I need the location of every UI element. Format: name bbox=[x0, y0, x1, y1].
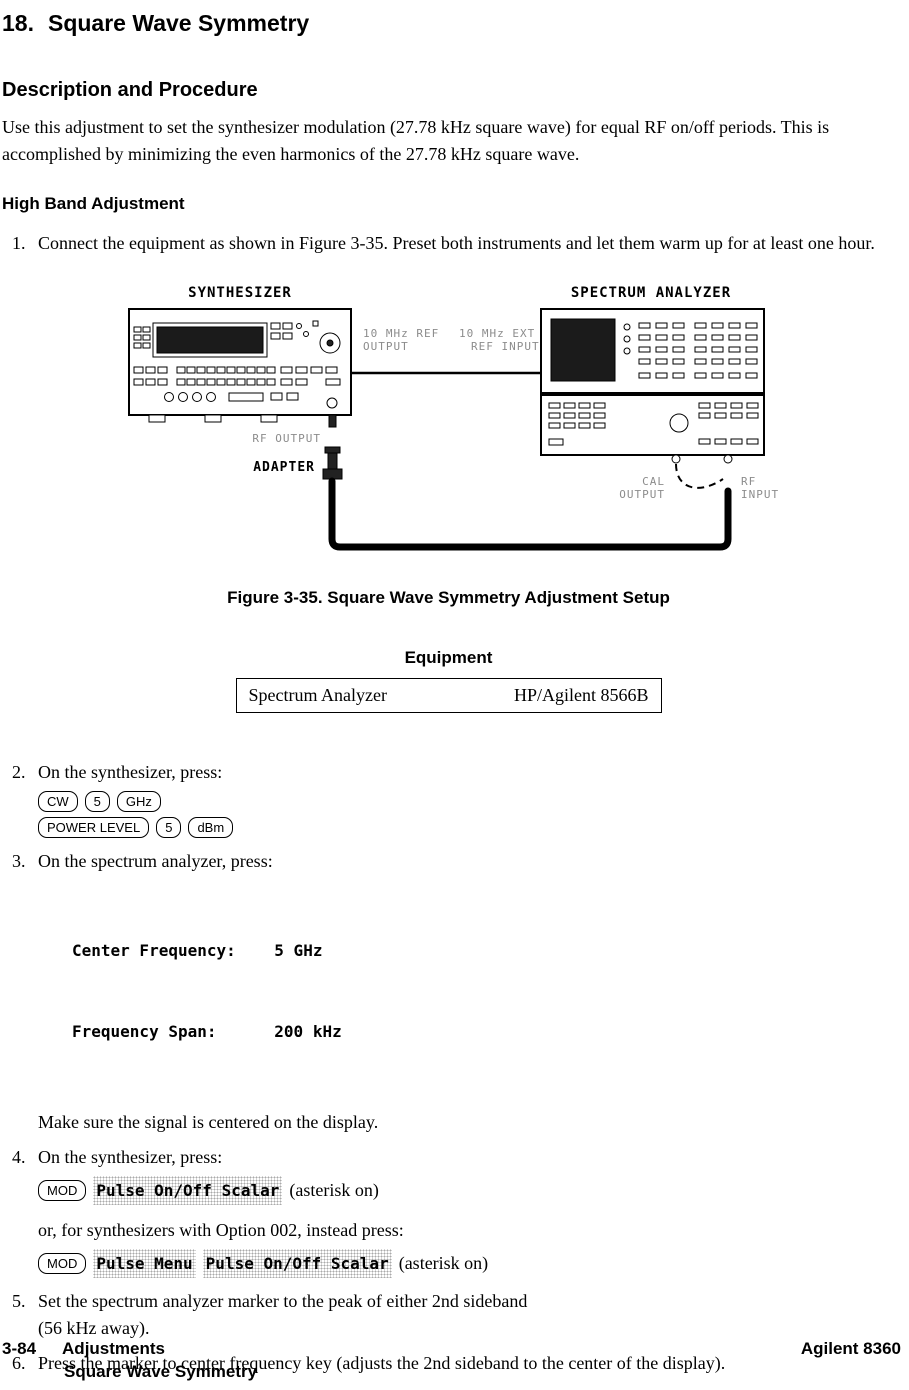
rf-input-label: RF bbox=[741, 475, 756, 488]
adapter-drawing bbox=[322, 446, 342, 480]
synth-knob-center bbox=[326, 339, 333, 347]
power-level-key: POWER LEVEL bbox=[38, 817, 150, 838]
step-note: Make sure the signal is centered on the … bbox=[38, 1112, 379, 1132]
subsection-heading: High Band Adjustment bbox=[2, 194, 185, 213]
spectrum-analyzer-drawing bbox=[539, 308, 765, 464]
figure-caption: Figure 3-35. Square Wave Symmetry Adjust… bbox=[227, 588, 670, 607]
option-002-text: or, for synthesizers with Option 002, in… bbox=[38, 1220, 404, 1240]
five-key: 5 bbox=[156, 817, 182, 838]
synth-left-keypad bbox=[133, 326, 150, 349]
rf-input-label-2: INPUT bbox=[741, 488, 779, 501]
synth-foot bbox=[260, 414, 277, 423]
ref-input-label: 10 MHz EXT bbox=[459, 327, 535, 340]
cal-cable bbox=[674, 463, 724, 489]
intro-paragraph: Use this adjustment to set the synthesiz… bbox=[2, 117, 830, 164]
ref-output-label-2: OUTPUT bbox=[363, 340, 409, 353]
step-number: 3. bbox=[12, 851, 26, 871]
step-text: On the spectrum analyzer, press: bbox=[38, 851, 273, 871]
step-4: 4. On the synthesizer, press: MOD Pulse … bbox=[2, 1144, 895, 1280]
cal-output-label-2: OUTPUT bbox=[619, 488, 665, 501]
equipment-model: HP/Agilent 8566B bbox=[513, 685, 649, 705]
synthesizer-label: SYNTHESIZER bbox=[188, 285, 292, 301]
ref-input-label-2: REF INPUT bbox=[471, 340, 540, 353]
section-heading: Description and Procedure bbox=[2, 79, 258, 101]
key-sequence: MOD Pulse Menu Pulse On/Off Scalar (aste… bbox=[38, 1249, 883, 1278]
page-number: 3-84 bbox=[2, 1339, 37, 1358]
synth-right-cluster bbox=[270, 320, 318, 340]
step-number: 7. bbox=[2, 1385, 38, 1390]
step-text: On the spectrum analyzer, press: bbox=[38, 1385, 883, 1390]
equipment-name: Spectrum Analyzer bbox=[248, 685, 387, 705]
step-text: Press the marker to center frequency key… bbox=[38, 1353, 726, 1373]
setting-line: Center Frequency: 5 GHz bbox=[72, 941, 323, 960]
cal-output-connector bbox=[671, 454, 680, 464]
procedure-steps: 2. On the synthesizer, press: CW 5 GHz P… bbox=[2, 759, 895, 1390]
step-text-2: (56 kHz away). bbox=[38, 1318, 150, 1338]
rf-output-stem bbox=[328, 414, 336, 428]
analyzer-crt bbox=[550, 318, 615, 382]
step-5: 5. Set the spectrum analyzer marker to t… bbox=[2, 1288, 895, 1342]
key-sequence: CW 5 GHz bbox=[38, 791, 883, 812]
step-6: 6. Press the marker to center frequency … bbox=[2, 1350, 895, 1377]
setup-figure: SYNTHESIZER SPECTRUM ANALYZER 10 MHz REF… bbox=[127, 285, 779, 551]
ref-output-label: 10 MHz REF bbox=[363, 327, 439, 340]
step-7: 7. On the spectrum analyzer, press: Freq… bbox=[2, 1385, 895, 1390]
synth-display bbox=[156, 326, 263, 354]
figure-3-35: SYNTHESIZER SPECTRUM ANALYZER 10 MHz REF… bbox=[119, 281, 779, 586]
five-key: 5 bbox=[84, 791, 110, 812]
synth-key-rows bbox=[133, 366, 340, 386]
spectrum-analyzer-label: SPECTRUM ANALYZER bbox=[570, 285, 730, 301]
mod-key: MOD bbox=[38, 1180, 87, 1201]
synth-foot bbox=[204, 414, 221, 423]
footer-product: Agilent 8360 bbox=[800, 1339, 901, 1358]
asterisk-note: (asterisk on) bbox=[398, 1253, 489, 1273]
synth-bottom-row bbox=[163, 392, 298, 402]
pulse-on-off-scalar-softkey: Pulse On/Off Scalar bbox=[202, 1249, 392, 1278]
ghz-key: GHz bbox=[116, 791, 161, 812]
key-sequence: POWER LEVEL 5 dBm bbox=[38, 817, 883, 838]
key-sequence: MOD Pulse On/Off Scalar (asterisk on) bbox=[38, 1176, 883, 1205]
setting-line: Frequency Span: 200 kHz bbox=[72, 1022, 342, 1041]
step-number: 2. bbox=[12, 762, 26, 782]
step-2: 2. On the synthesizer, press: CW 5 GHz P… bbox=[2, 759, 895, 840]
cw-key: CW bbox=[38, 791, 78, 812]
step-3: 3. On the spectrum analyzer, press: Cent… bbox=[2, 848, 895, 1136]
cal-output-label: CAL bbox=[642, 475, 665, 488]
chapter-heading: 18. Square Wave Symmetry bbox=[2, 10, 895, 37]
step-text: Connect the equipment as shown in Figure… bbox=[38, 233, 875, 253]
rf-output-connector bbox=[326, 397, 337, 409]
equipment-heading: Equipment bbox=[404, 648, 493, 667]
pulse-menu-softkey: Pulse Menu bbox=[93, 1249, 196, 1278]
analyzer-knob bbox=[669, 413, 688, 433]
rf-input-connector bbox=[723, 454, 732, 464]
analyzer-top-buttons bbox=[623, 322, 757, 379]
step-number: 5. bbox=[12, 1291, 26, 1311]
synth-foot bbox=[148, 414, 165, 423]
step-number: 6. bbox=[12, 1353, 26, 1373]
step-text: On the synthesizer, press: bbox=[38, 1147, 223, 1167]
step-text: On the synthesizer, press: bbox=[38, 762, 223, 782]
chapter-title: Square Wave Symmetry bbox=[47, 10, 310, 36]
asterisk-note: (asterisk on) bbox=[289, 1180, 379, 1200]
pulse-on-off-scalar-softkey: Pulse On/Off Scalar bbox=[93, 1176, 283, 1205]
mod-key: MOD bbox=[38, 1253, 87, 1274]
adapter-label: ADAPTER bbox=[253, 460, 315, 475]
step-number: 1. bbox=[12, 233, 26, 253]
dbm-key: dBm bbox=[188, 817, 234, 838]
rf-cable bbox=[328, 477, 731, 551]
page-footer: 3-84 Adjustments Agilent 8360 Square Wav… bbox=[2, 1339, 901, 1382]
step-number: 4. bbox=[12, 1147, 26, 1167]
equipment-table: Spectrum Analyzer HP/Agilent 8566B bbox=[235, 678, 662, 713]
analyzer-bottom-buttons bbox=[548, 402, 758, 446]
footer-section: Adjustments bbox=[62, 1339, 165, 1358]
chapter-number: 18. bbox=[2, 10, 34, 36]
synthesizer-drawing bbox=[127, 308, 352, 428]
analyzer-settings: Center Frequency: 5 GHz Frequency Span: … bbox=[72, 883, 883, 1099]
rf-output-label: RF OUTPUT bbox=[252, 432, 321, 445]
step-text: Set the spectrum analyzer marker to the … bbox=[38, 1291, 528, 1311]
footer-subsection: Square Wave Symmetry bbox=[64, 1362, 258, 1381]
step-1: 1. Connect the equipment as shown in Fig… bbox=[2, 230, 895, 257]
